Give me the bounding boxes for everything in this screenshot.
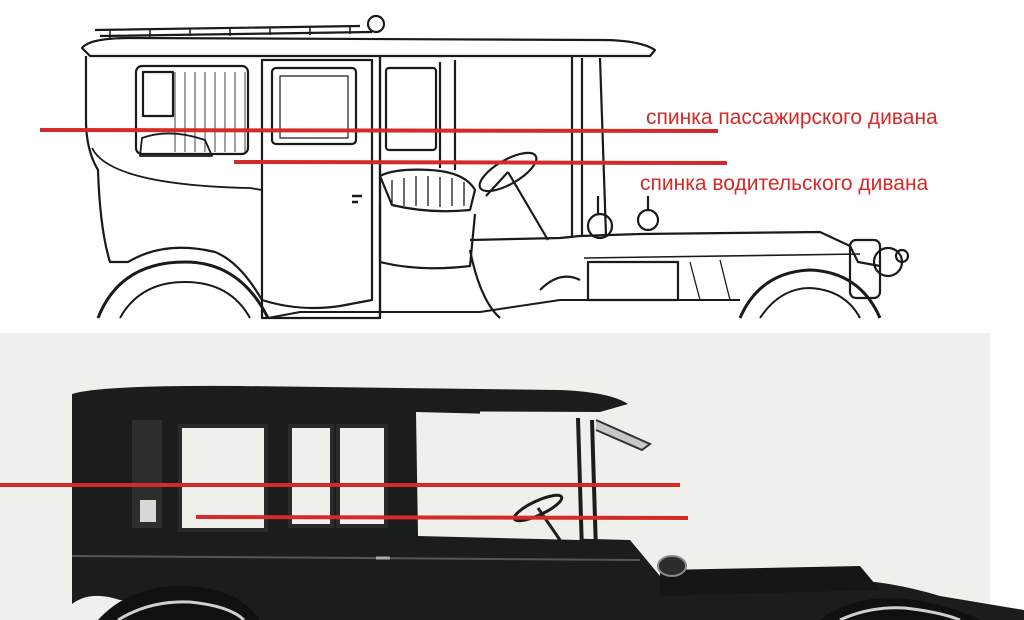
engraving-panel [80,14,910,320]
photo-panel [0,333,1024,620]
driver-seat-back-label: спинка водительского дивана [640,172,929,195]
engraving-illustration [80,14,910,320]
car-photo [0,333,1024,620]
passenger-seat-back-label: спинка пассажирского дивана [646,106,938,129]
